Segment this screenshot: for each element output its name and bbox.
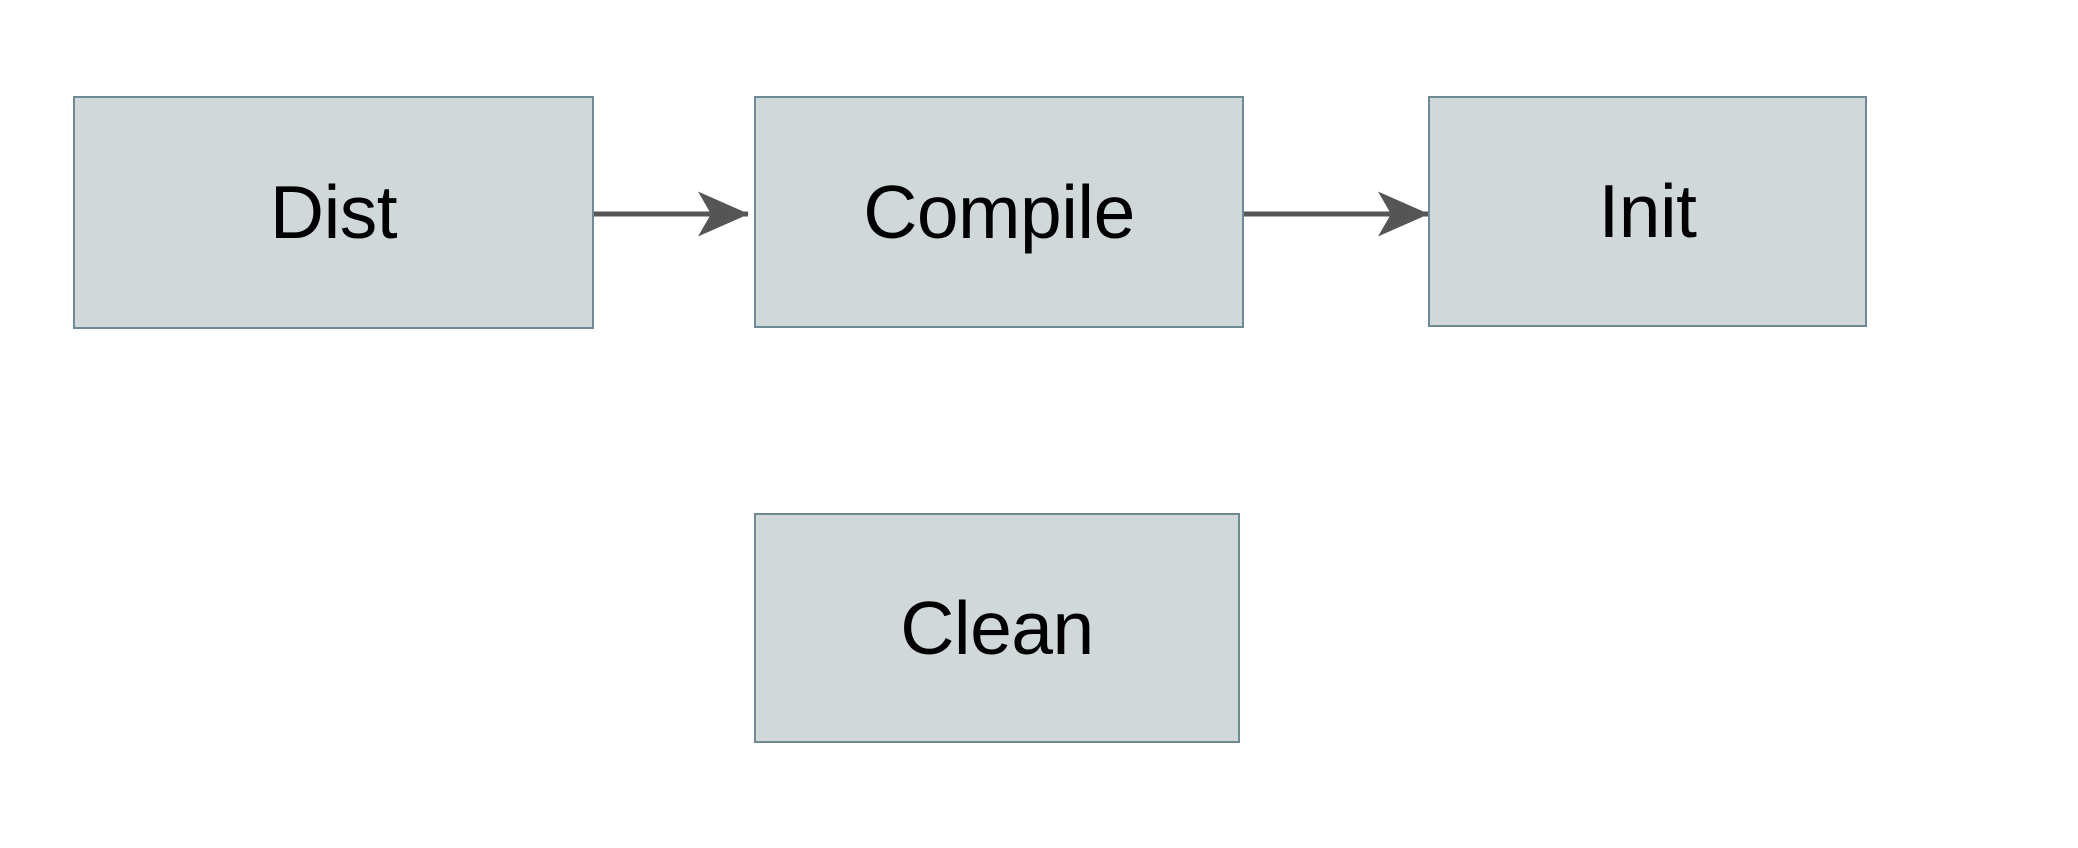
node-compile[interactable]: Compile bbox=[754, 96, 1244, 328]
node-dist-label: Dist bbox=[269, 170, 398, 254]
node-compile-label: Compile bbox=[863, 169, 1135, 254]
node-dist[interactable]: Dist bbox=[73, 96, 594, 329]
node-clean-label: Clean bbox=[900, 585, 1094, 670]
node-clean[interactable]: Clean bbox=[754, 513, 1240, 743]
node-init-label: Init bbox=[1598, 169, 1697, 253]
node-init[interactable]: Init bbox=[1428, 96, 1867, 327]
